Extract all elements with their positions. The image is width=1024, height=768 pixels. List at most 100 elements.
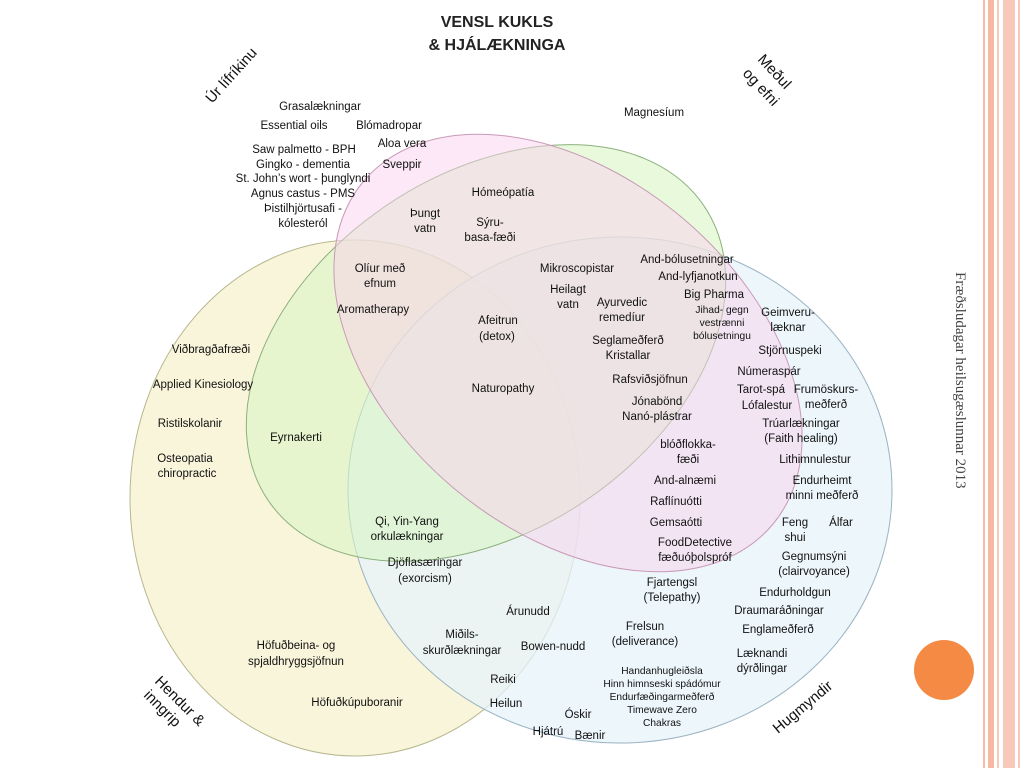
item-label: Gingko - dementia: [256, 159, 351, 171]
right-border-decoration: [983, 0, 1020, 768]
item-label: And-alnæmi: [654, 475, 716, 487]
item-label: fæðuóþolspróf: [658, 552, 732, 564]
item-label: Essential oils: [260, 120, 327, 132]
item-label: blóðflokka-: [660, 439, 716, 451]
item-label: Bænir: [575, 730, 606, 742]
item-label: Mikroscopistar: [540, 263, 614, 275]
item-label: Álfar: [829, 516, 853, 529]
item-label: Big Pharma: [684, 289, 745, 301]
item-label: Tarot-spá: [737, 384, 786, 396]
venn-sets: [129, 133, 893, 757]
item-label: Trúarlækningar: [762, 418, 840, 430]
item-label: Afeitrun: [478, 315, 518, 327]
item-label: Handanhugleiðsla: [621, 665, 703, 677]
item-label: Sýru-: [476, 217, 504, 229]
item-label: Rafsviðsjöfnun: [612, 374, 687, 386]
item-label: efnum: [364, 278, 396, 290]
item-label: Naturopathy: [472, 383, 535, 395]
side-caption: Fræðsludagar heilsugæslunnar 2013: [952, 272, 968, 489]
item-label: Jihad- gegn: [695, 305, 748, 316]
item-label: Læknandi: [737, 648, 788, 660]
item-label: Viðbragðafræði: [172, 344, 250, 356]
item-label: (deliverance): [612, 636, 679, 648]
item-label: Geimveru-: [761, 307, 815, 319]
item-label: Timewave Zero: [627, 705, 697, 716]
item-label: And-lyfjanotkun: [658, 271, 737, 283]
item-label: Applied Kinesiology: [153, 379, 254, 391]
item-label: Ristilskolanir: [158, 418, 223, 430]
item-label: fæði: [677, 454, 699, 466]
item-label: vestrænni: [700, 318, 745, 329]
item-label: Árunudd: [506, 605, 549, 618]
item-label: Agnus castus - PMS: [251, 188, 356, 200]
item-label: Frumöskurs-: [794, 384, 859, 396]
item-label: orkulækningar: [371, 531, 444, 543]
item-label: And-bólusetningar: [640, 254, 734, 266]
item-label: Aloa vera: [378, 138, 427, 150]
item-label: Jónabönd: [632, 396, 683, 408]
item-label: St. John’s wort - þunglyndi: [236, 173, 371, 185]
item-label: Eyrnakerti: [270, 432, 322, 444]
title-line-1: VENSL KUKLS: [441, 14, 554, 31]
item-label: bólusetningu: [693, 331, 751, 342]
item-label: Hinn himnseski spádómur: [603, 679, 721, 690]
item-label: remedíur: [599, 312, 645, 324]
item-label: Hómeópatía: [472, 187, 535, 199]
item-label: Fjartengsl: [647, 577, 698, 589]
item-label: Lithimnulestur: [779, 454, 851, 466]
item-label: FoodDetective: [658, 537, 732, 549]
item-label: (Telepathy): [644, 592, 701, 604]
title-line-2: & HJÁLÆKNINGA: [429, 35, 566, 54]
item-label: Feng: [782, 517, 808, 529]
item-label: Ayurvedic: [597, 297, 648, 309]
item-label: Höfuðkúpuboranir: [311, 697, 403, 709]
item-label: Magnesíum: [624, 107, 684, 119]
item-label: Sveppir: [383, 159, 422, 171]
item-label: Þungt: [410, 208, 441, 220]
item-label: Gemsaótti: [650, 517, 702, 529]
item-label: (clairvoyance): [778, 566, 850, 578]
set-b-ellipse: [333, 133, 803, 573]
item-label: Grasalækningar: [279, 101, 361, 113]
item-label: Lófalestur: [742, 400, 793, 412]
item-label: kólesteról: [278, 218, 327, 230]
item-label: (exorcism): [398, 573, 452, 585]
item-label: Þistilhjörtusafi -: [264, 203, 342, 215]
item-label: Miðils-: [445, 629, 478, 641]
item-label: Aromatherapy: [337, 304, 409, 316]
item-label: Saw palmetto - BPH: [252, 144, 356, 156]
item-label: chiropractic: [158, 468, 217, 480]
item-label: shui: [784, 532, 805, 544]
item-label: Blómadropar: [356, 120, 422, 132]
item-label: Stjörnuspeki: [758, 345, 821, 357]
item-label: Olíur með: [355, 263, 406, 275]
item-label: Qi, Yin-Yang: [375, 516, 439, 528]
item-label: Óskir: [565, 708, 592, 721]
item-label: Nanó-plástrar: [622, 411, 692, 423]
item-label: basa-fæði: [464, 232, 515, 244]
item-label: minni meðferð: [786, 490, 859, 502]
item-label: Endurholdgun: [759, 587, 831, 599]
item-label: vatn: [414, 223, 436, 235]
item-label: Chakras: [643, 718, 681, 729]
item-label: Númeraspár: [737, 366, 800, 378]
item-label: Hjátrú: [533, 726, 564, 738]
item-label: Höfuðbeina- og: [257, 640, 336, 652]
item-label: dýrðlingar: [737, 663, 788, 675]
item-label: Endurheimt: [793, 475, 853, 487]
item-label: (detox): [479, 331, 515, 343]
item-label: (Faith healing): [764, 433, 838, 445]
item-label: Heilun: [490, 698, 523, 710]
item-label: Heilagt: [550, 284, 587, 296]
item-label: Endurfæðingarmeðferð: [610, 691, 715, 703]
item-labels: Grasalækningar Essential oils Blómadropa…: [153, 101, 859, 742]
item-label: Kristallar: [606, 350, 651, 362]
set-a-label: Úr lífríkinu: [202, 45, 260, 107]
item-label: Englameðferð: [742, 624, 814, 636]
item-label: Djöflasæringar: [388, 557, 463, 569]
item-label: meðferð: [805, 399, 847, 411]
item-label: læknar: [770, 322, 805, 334]
item-label: Gegnumsýni: [782, 551, 847, 563]
item-label: spjaldhryggsjöfnun: [248, 656, 344, 668]
